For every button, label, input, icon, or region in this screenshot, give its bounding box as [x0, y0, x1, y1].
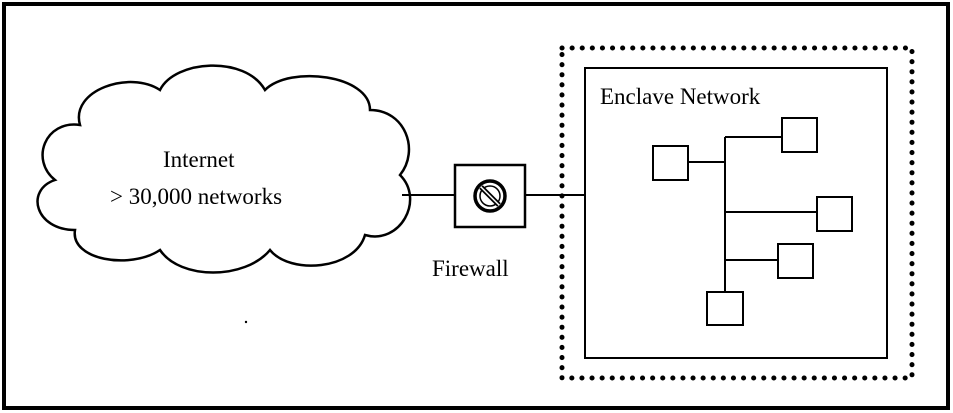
stray-dot	[244, 320, 248, 324]
enclave-network: Enclave Network	[584, 67, 888, 359]
network-node	[706, 291, 744, 326]
network-node	[777, 243, 814, 279]
cloud-title: Internet	[163, 147, 235, 172]
cloud-icon	[36, 64, 412, 274]
firewall-node: Firewall	[432, 163, 527, 281]
enclave-boundary	[559, 45, 915, 381]
internet-cloud: Internet > 30,000 networks	[36, 64, 412, 274]
enclave-title: Enclave Network	[600, 84, 761, 109]
firewall-label: Firewall	[432, 256, 509, 281]
network-node	[816, 196, 853, 232]
network-node	[652, 145, 689, 181]
network-node	[781, 117, 818, 153]
prohibited-icon	[473, 179, 507, 213]
cloud-subtitle: > 30,000 networks	[110, 184, 282, 209]
enclave-topology	[652, 117, 853, 326]
